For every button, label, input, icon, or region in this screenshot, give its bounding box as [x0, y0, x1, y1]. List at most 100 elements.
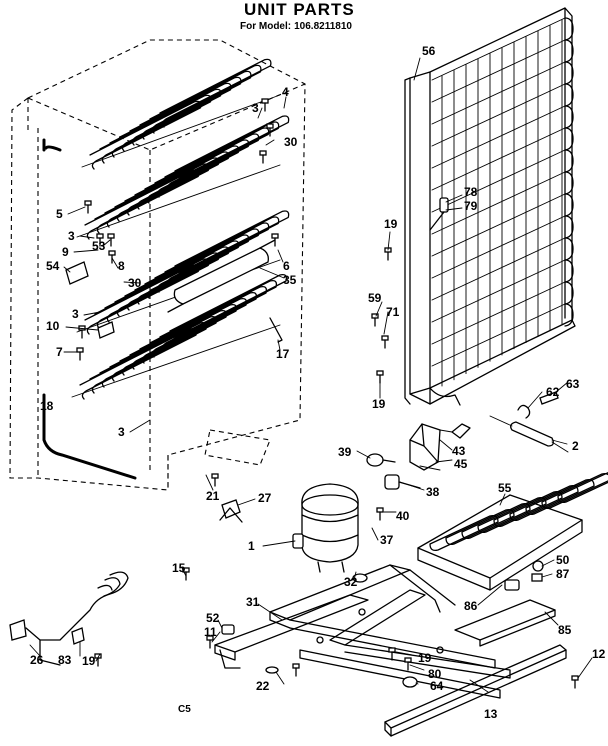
part-10 [97, 321, 115, 339]
callout-22: 22 [256, 679, 270, 693]
shelf-middle [76, 210, 290, 335]
callout-7: 7 [56, 345, 63, 359]
callout-3c: 3 [72, 307, 79, 321]
screw-icon [259, 150, 267, 164]
part-52 [221, 624, 235, 635]
callout-62: 62 [546, 385, 560, 399]
callout-45: 45 [454, 457, 468, 471]
screw-icon [78, 325, 86, 339]
callout-11: 11 [204, 625, 217, 639]
callout-17: 17 [276, 347, 290, 361]
callout-43: 43 [452, 444, 466, 458]
condenser-grid [429, 17, 574, 406]
callout-4: 4 [282, 85, 289, 99]
shelf-lower [71, 273, 288, 400]
callout-85: 85 [558, 623, 572, 637]
screw-icon [292, 663, 300, 677]
bracket-54 [65, 261, 89, 285]
callout-12: 12 [592, 647, 606, 661]
screw-icon [76, 347, 84, 361]
callout-83: 83 [58, 653, 72, 667]
bracket-85 [454, 599, 556, 647]
callout-3b: 3 [68, 229, 75, 243]
callout-59: 59 [368, 291, 382, 305]
callout-27: 27 [258, 491, 272, 505]
callout-19b: 19 [372, 397, 386, 411]
callout-63: 63 [566, 377, 580, 391]
callout-15: 15 [172, 561, 186, 575]
small-screws [65, 98, 579, 689]
callout-53: 53 [92, 239, 106, 253]
screw-icon [108, 250, 116, 264]
callout-31: 31 [246, 595, 260, 609]
callout-54: 54 [46, 259, 60, 273]
evaporator-shelves [71, 58, 290, 400]
screw-icon [371, 313, 379, 327]
callout-38: 38 [426, 485, 440, 499]
screw-icon [206, 635, 214, 649]
callout-19c: 19 [418, 651, 432, 665]
callout-6: 6 [283, 259, 290, 273]
shelf-top [81, 58, 281, 170]
callout-80: 80 [428, 667, 442, 681]
shelf-upper [76, 115, 290, 240]
callout-3d: 3 [118, 425, 125, 439]
screw-icon [266, 123, 274, 137]
callout-64: 64 [430, 679, 444, 693]
callout-26: 26 [30, 653, 44, 667]
part-22 [265, 666, 279, 674]
screw-icon [96, 233, 104, 247]
callout-52: 52 [206, 611, 220, 625]
screw-icon [388, 647, 396, 661]
screw-icon [381, 335, 389, 349]
drain-tube-upper [44, 145, 62, 152]
callout-39: 39 [338, 445, 352, 459]
callout-78: 78 [464, 185, 478, 199]
bracket-63 [539, 391, 559, 405]
screw-icon [571, 675, 579, 689]
diagram-title: UNIT PARTS [244, 0, 355, 19]
callout-21: 21 [206, 489, 220, 503]
capacitor [366, 453, 396, 467]
screw-icon [211, 473, 219, 487]
screw-icon [404, 657, 412, 671]
callout-50: 50 [556, 553, 570, 567]
callout-18: 18 [40, 399, 54, 413]
bracket-27 [219, 499, 243, 523]
callout-56: 56 [422, 44, 436, 58]
accumulator [167, 239, 276, 313]
part-78-79 [429, 197, 449, 231]
front-rail [384, 644, 567, 737]
callout-86: 86 [464, 599, 478, 613]
part-17 [269, 317, 283, 343]
screw-icon [261, 98, 269, 112]
callout-8: 8 [118, 259, 125, 273]
callout-5: 5 [56, 207, 63, 221]
callout-19a: 19 [384, 217, 398, 231]
callout-9: 9 [62, 245, 69, 259]
callout-35: 35 [283, 273, 297, 287]
leader-lines [29, 57, 593, 693]
callout-37: 37 [380, 533, 394, 547]
screw-icon [376, 507, 384, 521]
callout-3a: 3 [252, 101, 259, 115]
callout-2: 2 [572, 439, 579, 453]
bottom-condenser [417, 494, 583, 591]
model-prefix: For Model: [240, 21, 292, 32]
part-50-87 [531, 560, 544, 582]
part-86 [504, 579, 520, 591]
screw-icon [84, 200, 92, 214]
callout-30a: 30 [284, 135, 298, 149]
wire-clip-43 [439, 423, 471, 439]
callout-79: 79 [464, 199, 478, 213]
part-64 [402, 676, 418, 688]
diagram-code: C5 [178, 704, 191, 715]
callout-71: 71 [386, 305, 400, 319]
grommet-32 [352, 573, 368, 583]
bottom-condenser-coils [429, 471, 608, 552]
callout-10: 10 [46, 319, 60, 333]
clip-62 [517, 404, 531, 419]
cabinet-outline [9, 39, 306, 491]
